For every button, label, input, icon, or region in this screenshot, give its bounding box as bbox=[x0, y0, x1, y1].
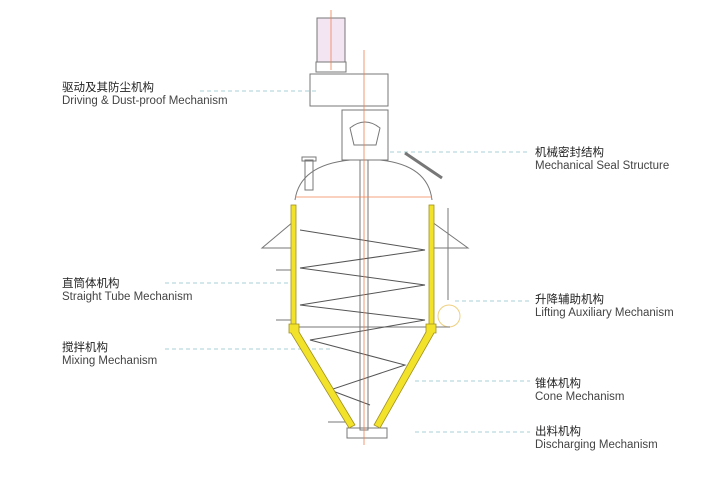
label-en: Straight Tube Mechanism bbox=[62, 291, 193, 304]
gearbox bbox=[309, 73, 389, 107]
support-lugs bbox=[260, 221, 470, 249]
label-zh: 搅拌机构 bbox=[62, 340, 108, 354]
label-zh: 驱动及其防尘机构 bbox=[62, 80, 154, 94]
sight-glass bbox=[404, 151, 443, 180]
label-en: Cone Mechanism bbox=[535, 391, 625, 404]
ribbon-agitator bbox=[299, 229, 426, 406]
label-en: Lifting Auxiliary Mechanism bbox=[535, 307, 674, 320]
discharge-valve bbox=[346, 427, 388, 439]
label-en: Discharging Mechanism bbox=[535, 439, 658, 452]
label-en: Mixing Mechanism bbox=[62, 355, 158, 368]
lifting-hook bbox=[437, 304, 461, 328]
label-en: Mechanical Seal Structure bbox=[535, 160, 670, 173]
label-zh: 锥体机构 bbox=[535, 376, 581, 390]
label-zh: 直筒体机构 bbox=[62, 276, 120, 290]
label-zh: 出料机构 bbox=[535, 424, 581, 438]
dome bbox=[294, 159, 433, 201]
label-zh: 机械密封结构 bbox=[535, 145, 604, 159]
label-en: Driving & Dust-proof Mechanism bbox=[62, 95, 228, 108]
center-axis bbox=[295, 10, 432, 445]
vessel-walls bbox=[288, 204, 437, 429]
leader-lines bbox=[165, 90, 530, 433]
label-zh: 升降辅助机构 bbox=[535, 292, 604, 306]
